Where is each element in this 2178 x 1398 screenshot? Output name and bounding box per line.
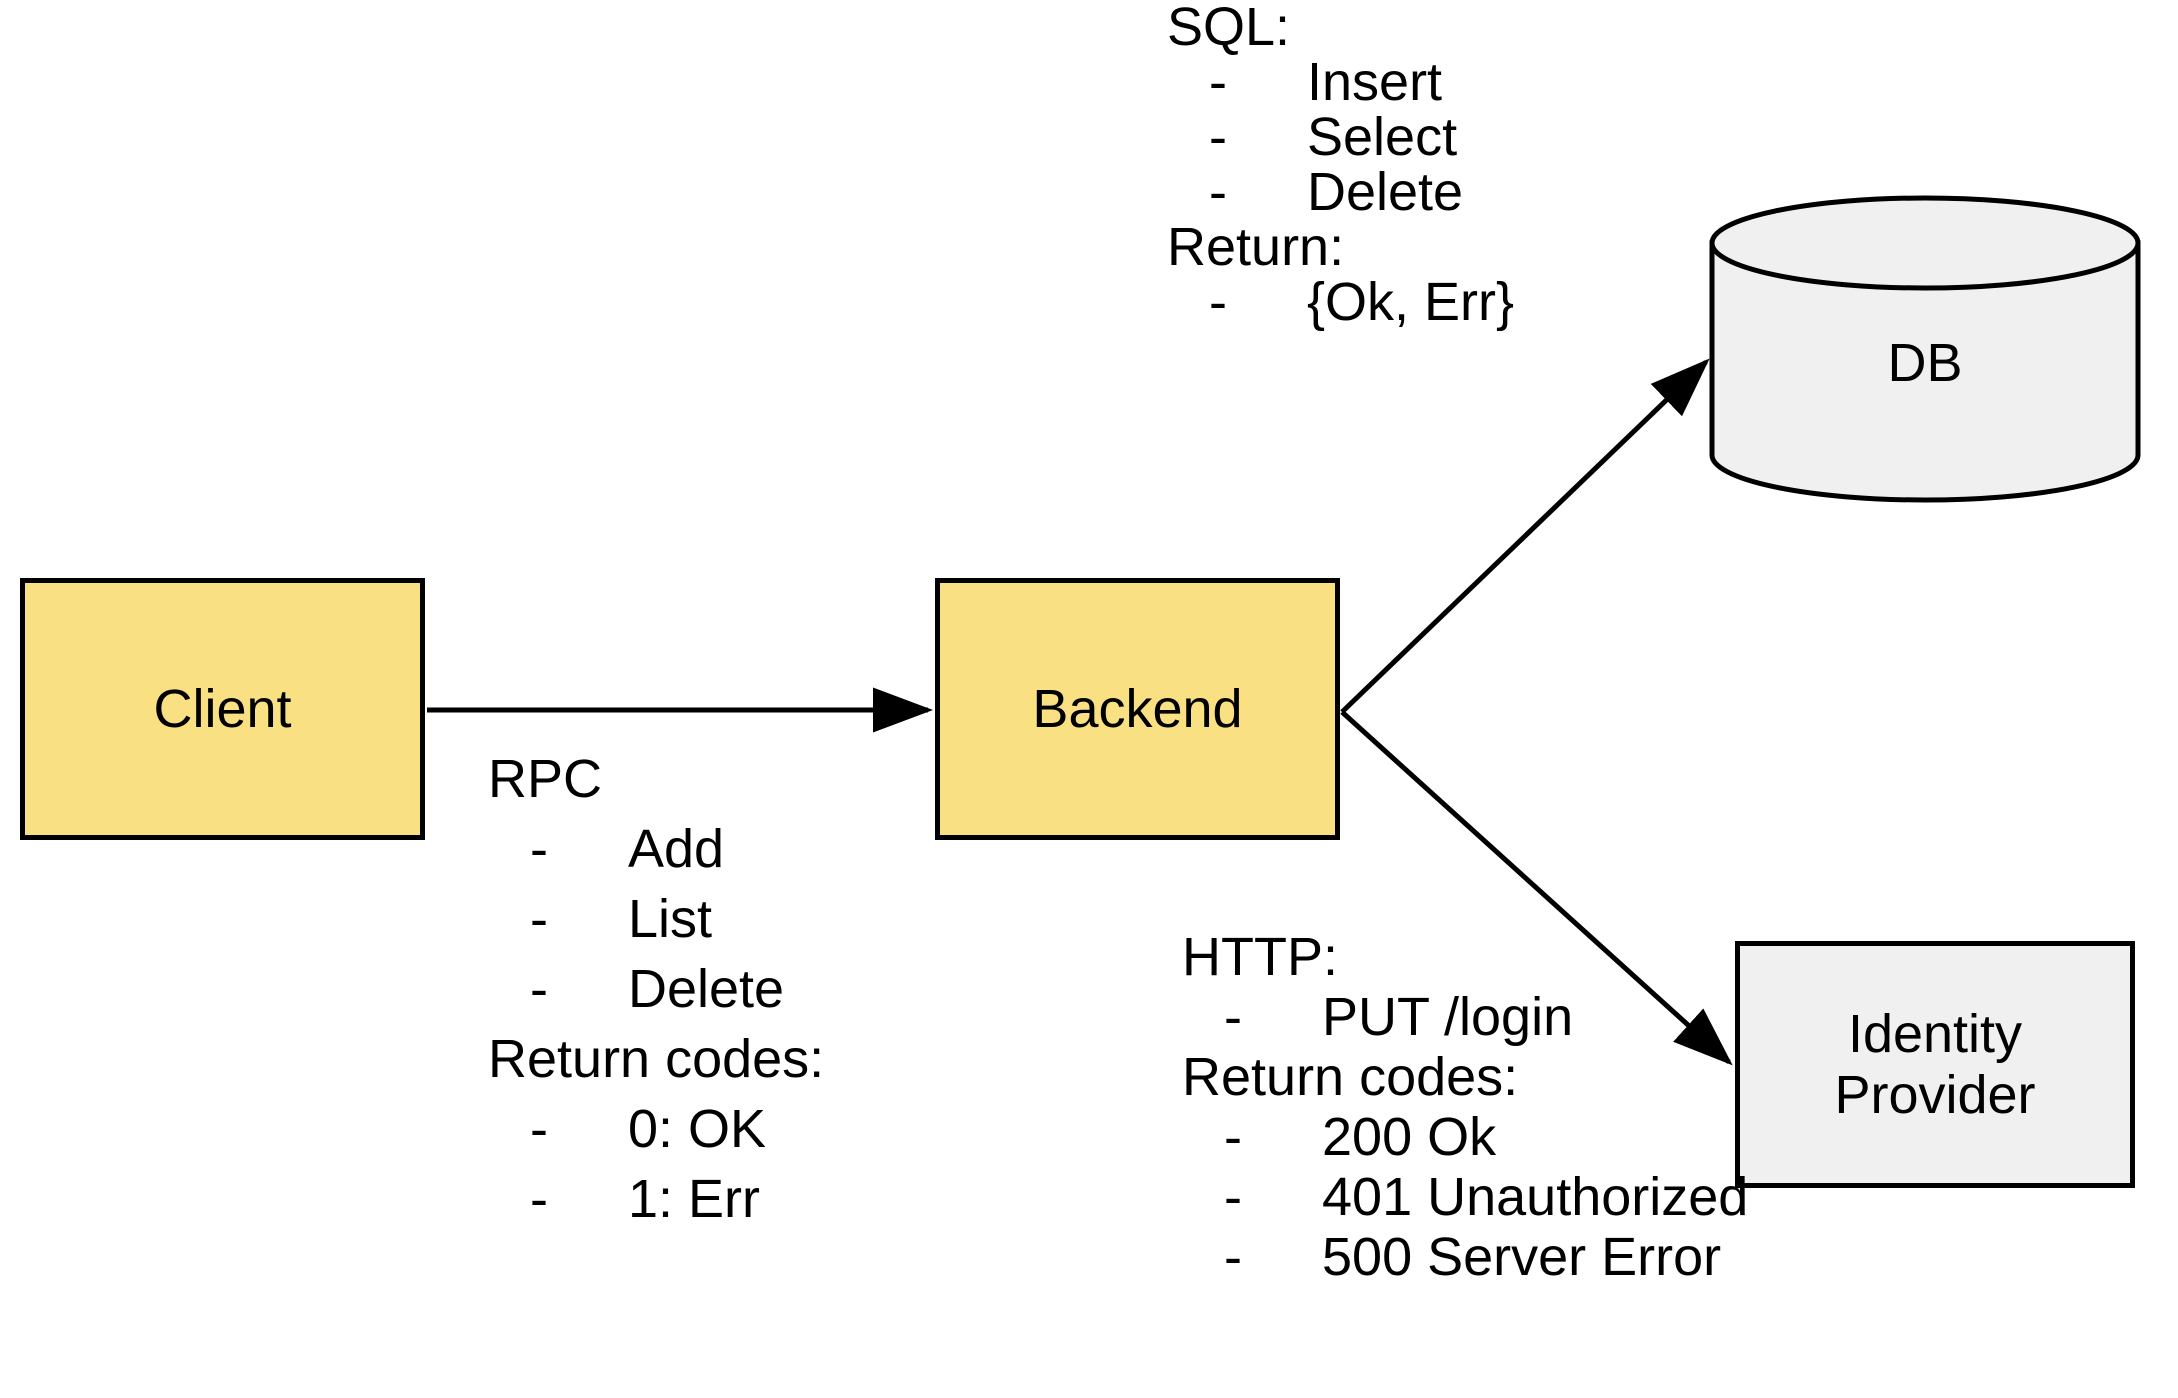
- annotation-http-return-0-text: 200 Ok: [1322, 1107, 1497, 1167]
- annotation-sql-statement-0: - Insert: [1167, 52, 1442, 112]
- annotation-rpc-method-1-text: List: [628, 889, 713, 949]
- annotation-rpc-return-0-text: 0: OK: [628, 1099, 767, 1159]
- node-identity-provider-label-line2: Provider: [1834, 1064, 2036, 1125]
- bullet-dash-icon: -: [1224, 1227, 1242, 1287]
- node-db[interactable]: DB: [1712, 198, 2138, 500]
- node-identity-provider[interactable]: Identity Provider: [1735, 941, 2135, 1188]
- annotation-sql-statement-0-text: Insert: [1307, 52, 1443, 112]
- node-backend[interactable]: Backend: [935, 578, 1340, 840]
- annotation-rpc-method-2: - Delete: [488, 962, 824, 1016]
- annotation-rpc-return-1-text: 1: Err: [628, 1169, 761, 1229]
- annotation-http-heading: HTTP:: [1182, 927, 1338, 987]
- annotation-http-return-1: - 401 Unauthorized: [1182, 1167, 1748, 1227]
- node-identity-provider-label-line1: Identity: [1847, 1004, 2023, 1065]
- annotation-sql-statement-1: - Select: [1167, 107, 1457, 167]
- annotation-http-method-0: - PUT /login: [1182, 987, 1573, 1047]
- bullet-dash-icon: -: [1224, 987, 1242, 1047]
- bullet-dash-icon: -: [1224, 1167, 1242, 1227]
- bullet-dash-icon: -: [1209, 107, 1227, 167]
- edge-backend-to-db: [1340, 358, 1710, 714]
- annotation-sql-returns-heading: Return:: [1167, 217, 1345, 277]
- annotation-sql: SQL: - Insert - Select - Delete Return: …: [1167, 0, 1514, 332]
- annotation-sql-statement-2-text: Delete: [1307, 162, 1464, 222]
- annotation-http-return-0: - 200 Ok: [1182, 1110, 1518, 1164]
- bullet-dash-icon: -: [530, 1169, 548, 1229]
- bullet-dash-icon: -: [1224, 1107, 1242, 1167]
- node-backend-label: Backend: [1032, 678, 1243, 739]
- annotation-rpc-method-2-text: Delete: [628, 959, 785, 1019]
- bullet-dash-icon: -: [1209, 52, 1227, 112]
- annotation-rpc-return-0: - 0: OK: [488, 1102, 824, 1156]
- node-client-label: Client: [153, 678, 292, 739]
- annotation-rpc-method-0-text: Add: [628, 819, 725, 879]
- annotation-rpc-method-0: - Add: [488, 822, 824, 876]
- annotation-http-return-1-text: 401 Unauthorized: [1322, 1167, 1749, 1227]
- bullet-dash-icon: -: [530, 1099, 548, 1159]
- bullet-dash-icon: -: [1209, 162, 1227, 222]
- annotation-http-return-2-text: 500 Server Error: [1322, 1227, 1722, 1287]
- annotation-http-method-0-text: PUT /login: [1322, 987, 1574, 1047]
- annotation-rpc-returns-heading: Return codes:: [488, 1029, 825, 1089]
- node-identity-provider-label: Identity Provider: [1834, 1004, 2035, 1125]
- bullet-dash-icon: -: [530, 959, 548, 1019]
- annotation-sql-heading: SQL:: [1167, 0, 1291, 57]
- node-client[interactable]: Client: [20, 578, 425, 840]
- bullet-dash-icon: -: [1209, 272, 1227, 332]
- annotation-http: HTTP: - PUT /login Return codes: - 200 O…: [1182, 927, 1748, 1290]
- annotation-rpc: RPC - Add - List - Delete Return codes: …: [488, 752, 824, 1242]
- annotation-sql-statement-1-text: Select: [1307, 107, 1458, 167]
- annotation-http-returns-heading: Return codes:: [1182, 1047, 1519, 1107]
- annotation-sql-return-0-text: {Ok, Err}: [1307, 272, 1515, 332]
- bullet-dash-icon: -: [530, 889, 548, 949]
- annotation-sql-return-0: - {Ok, Err}: [1167, 272, 1514, 332]
- annotation-rpc-method-1: - List: [488, 892, 824, 946]
- node-db-label: DB: [1887, 332, 1963, 393]
- annotation-rpc-return-1: - 1: Err: [488, 1172, 824, 1226]
- annotation-rpc-heading: RPC: [488, 749, 603, 809]
- annotation-sql-statement-2: - Delete: [1167, 162, 1463, 222]
- bullet-dash-icon: -: [530, 819, 548, 879]
- annotation-http-return-2: - 500 Server Error: [1182, 1227, 1721, 1287]
